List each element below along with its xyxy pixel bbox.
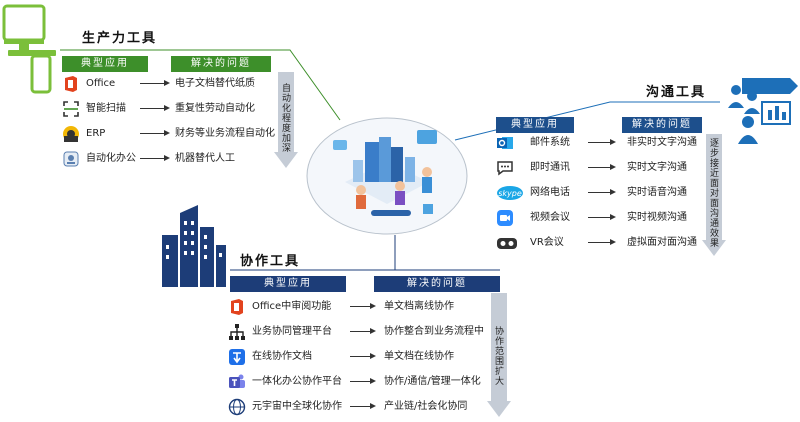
- communication-problem-label: 虚拟面对面沟通: [627, 237, 697, 248]
- arrow: [350, 303, 376, 309]
- arrow: [588, 164, 616, 170]
- arrow: [140, 155, 170, 161]
- erp-icon: [63, 126, 79, 142]
- communication-app-label: 邮件系统: [530, 137, 570, 148]
- arrow: [588, 139, 616, 145]
- productivity-col-app: 典型应用: [62, 56, 148, 72]
- productivity-app-label: Office: [86, 78, 116, 89]
- communication-row: 视频会议 实时视频沟通: [496, 208, 706, 228]
- presentation-people-icon: [728, 78, 798, 144]
- city-buildings-icon: [162, 205, 226, 287]
- communication-app-label: 网络电话: [530, 187, 570, 198]
- communication-problem-label: 实时语音沟通: [627, 187, 687, 198]
- collaboration-app-label: 元宇宙中全球化协作: [252, 401, 342, 412]
- productivity-row: 自动化办公 机器替代人工: [62, 149, 272, 169]
- collaboration-row: Office中审阅功能 单文档离线协作: [228, 297, 490, 317]
- communication-problem-label: 实时文字沟通: [627, 162, 687, 173]
- automated-office-icon: [63, 151, 79, 167]
- collaboration-row: 元宇宙中全球化协作 产业链/社会化协同: [228, 397, 490, 417]
- communication-title: 沟通工具: [646, 85, 707, 100]
- instant-message-icon: [497, 161, 513, 176]
- productivity-problem-label: 机器替代人工: [175, 153, 235, 164]
- communication-problem-label: 实时视频沟通: [627, 212, 687, 223]
- collaboration-problem-label: 协作/通信/管理一体化: [384, 376, 481, 387]
- collaboration-trend-arrow: [487, 293, 511, 417]
- collaboration-problem-label: 产业链/社会化协同: [384, 401, 468, 412]
- communication-app-label: 视频会议: [530, 212, 570, 223]
- collaboration-app-label: 业务协同管理平台: [252, 326, 332, 337]
- collaboration-app-label: 一体化办公协作平台: [252, 376, 342, 387]
- vr-headset-icon: [497, 238, 517, 249]
- arrow: [350, 353, 376, 359]
- productivity-problem-label: 财务等业务流程自动化: [175, 128, 275, 139]
- svg-text:skype: skype: [498, 189, 522, 198]
- collaboration-row: 业务协同管理平台 协作整合到业务流程中: [228, 322, 490, 342]
- arrow: [140, 130, 170, 136]
- arrow: [350, 403, 376, 409]
- teams-icon: [229, 374, 245, 388]
- communication-row: 邮件系统 非实时文字沟通: [496, 133, 706, 153]
- collaboration-title: 协作工具: [240, 254, 301, 269]
- productivity-app-label: ERP: [86, 128, 106, 139]
- communication-row: 即时通讯 实时文字沟通: [496, 158, 706, 178]
- collaboration-app-label: 在线协作文档: [252, 351, 312, 362]
- collaboration-problem-label: 单文档离线协作: [384, 301, 454, 312]
- arrow: [588, 239, 616, 245]
- arrow: [350, 328, 376, 334]
- online-doc-icon: [229, 349, 245, 365]
- arrow: [588, 189, 616, 195]
- productivity-col-problem: 解决的问题: [171, 56, 271, 72]
- collaboration-col-app: 典型应用: [230, 276, 346, 292]
- video-meeting-icon: [497, 210, 513, 226]
- skype-icon: skype: [497, 186, 523, 200]
- collaboration-problem-label: 协作整合到业务流程中: [384, 326, 484, 337]
- arrow: [140, 80, 170, 86]
- office-icon: [65, 76, 77, 92]
- communication-col-problem: 解决的问题: [622, 117, 702, 133]
- communication-col-app: 典型应用: [496, 117, 574, 133]
- collaboration-col-problem: 解决的问题: [374, 276, 500, 292]
- communication-problem-label: 非实时文字沟通: [627, 137, 697, 148]
- collaboration-row: 在线协作文档 单文档在线协作: [228, 347, 490, 367]
- communication-app-label: 即时通讯: [530, 162, 570, 173]
- communication-row: VR会议 虚拟面对面沟通: [496, 233, 706, 253]
- collaboration-app-label: Office中审阅功能: [252, 301, 332, 312]
- productivity-app-label: 自动化办公: [86, 153, 136, 164]
- metaverse-globe-icon: [228, 398, 246, 416]
- communication-trend-arrow: [702, 134, 726, 256]
- communication-row: skype 网络电话 实时语音沟通: [496, 183, 706, 203]
- collaboration-row: 一体化办公协作平台 协作/通信/管理一体化: [228, 372, 490, 392]
- communication-app-label: VR会议: [530, 237, 564, 248]
- arrow: [588, 214, 616, 220]
- productivity-side-label: 自动化程度加深: [280, 83, 290, 153]
- org-chart-icon: [229, 324, 245, 340]
- productivity-app-label: 智能扫描: [86, 103, 126, 114]
- outlook-mail-icon: [497, 137, 513, 149]
- communication-side-label: 逐步接近面对面沟通效果: [708, 138, 718, 248]
- productivity-title: 生产力工具: [82, 31, 158, 46]
- center-office-illustration: [306, 117, 468, 235]
- productivity-row: ERP 财务等业务流程自动化: [62, 124, 275, 144]
- arrow: [350, 378, 376, 384]
- productivity-row: Office 电子文档替代纸质: [62, 74, 272, 94]
- smart-scan-icon: [63, 101, 79, 117]
- arrow: [140, 105, 170, 111]
- computer-devices-icon: [2, 4, 56, 94]
- productivity-problem-label: 电子文档替代纸质: [175, 78, 255, 89]
- collaboration-problem-label: 单文档在线协作: [384, 351, 454, 362]
- productivity-problem-label: 重复性劳动自动化: [175, 103, 255, 114]
- productivity-trend-arrow: [274, 72, 298, 168]
- productivity-row: 智能扫描 重复性劳动自动化: [62, 99, 272, 119]
- collaboration-side-label: 协作范围扩大: [493, 326, 503, 386]
- office-review-icon: [231, 299, 243, 315]
